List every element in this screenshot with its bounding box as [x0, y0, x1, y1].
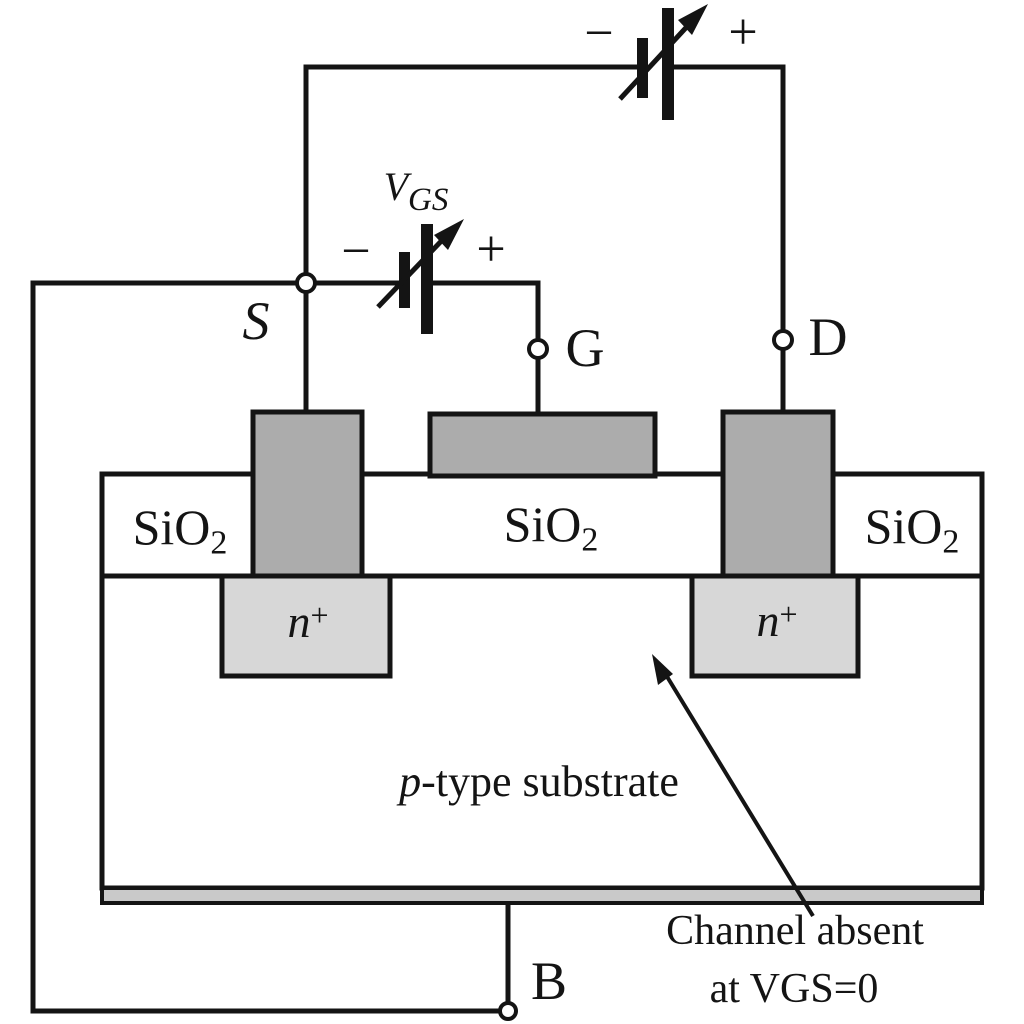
vds-minus-sign: −	[584, 5, 614, 62]
vds-long-plate	[662, 8, 674, 120]
vgs-source-symbol	[376, 219, 464, 334]
terminal-label-drain: D	[808, 307, 848, 367]
channel-annotation-line1: Channel absent	[666, 908, 924, 954]
terminal-label-body: B	[530, 951, 568, 1011]
wire-source-to-body	[30, 280, 508, 1014]
vds-variable-arrowhead-icon	[678, 4, 708, 35]
oxide-label-left: SiO2	[132, 499, 228, 562]
source-metal-contact	[250, 409, 365, 579]
substrate-back-contact-bar	[100, 886, 984, 905]
vds-plus-sign: +	[728, 4, 758, 61]
vgs-long-plate	[421, 224, 433, 334]
vds-variable-arrow	[618, 17, 696, 101]
gate-node-icon	[527, 338, 549, 360]
drain-metal-contact	[720, 409, 836, 579]
circuit-wires	[30, 64, 786, 1014]
vds-source-symbol	[618, 4, 708, 120]
vgs-variable-arrow	[376, 230, 452, 309]
gate-electrode	[427, 411, 658, 479]
terminal-label-gate: G	[565, 318, 605, 378]
vgs-variable-arrowhead-icon	[434, 219, 464, 250]
source-node-icon	[295, 272, 317, 294]
wire-vgs-to-gate	[432, 280, 541, 416]
substrate-label: p-type substrate	[399, 757, 679, 806]
body-node-icon	[498, 1001, 518, 1021]
n-plus-drain-region	[689, 573, 861, 679]
n-plus-label-source: n+	[287, 596, 329, 647]
device-structure	[99, 409, 985, 905]
wire-source-to-vds	[303, 64, 639, 283]
channel-annotation-arrow	[652, 654, 815, 918]
vgs-source-label: VGS	[383, 164, 449, 218]
oxide-label-right: SiO2	[864, 498, 960, 561]
n-plus-source-region	[219, 573, 393, 679]
terminal-nodes	[295, 272, 794, 1021]
oxide-label-middle: SiO2	[503, 496, 599, 559]
vds-short-plate	[637, 38, 648, 98]
wire-vds-to-drain	[671, 64, 786, 414]
drain-node-icon	[772, 329, 794, 351]
vgs-minus-sign: −	[341, 223, 371, 280]
channel-annotation-line2: at VGS=0	[709, 966, 879, 1012]
n-plus-label-drain: n+	[756, 595, 798, 646]
channel-arrowhead-icon	[652, 654, 673, 685]
vgs-plus-sign: +	[476, 221, 506, 278]
terminal-label-source: S	[242, 291, 270, 351]
channel-arrow-line	[661, 668, 815, 918]
